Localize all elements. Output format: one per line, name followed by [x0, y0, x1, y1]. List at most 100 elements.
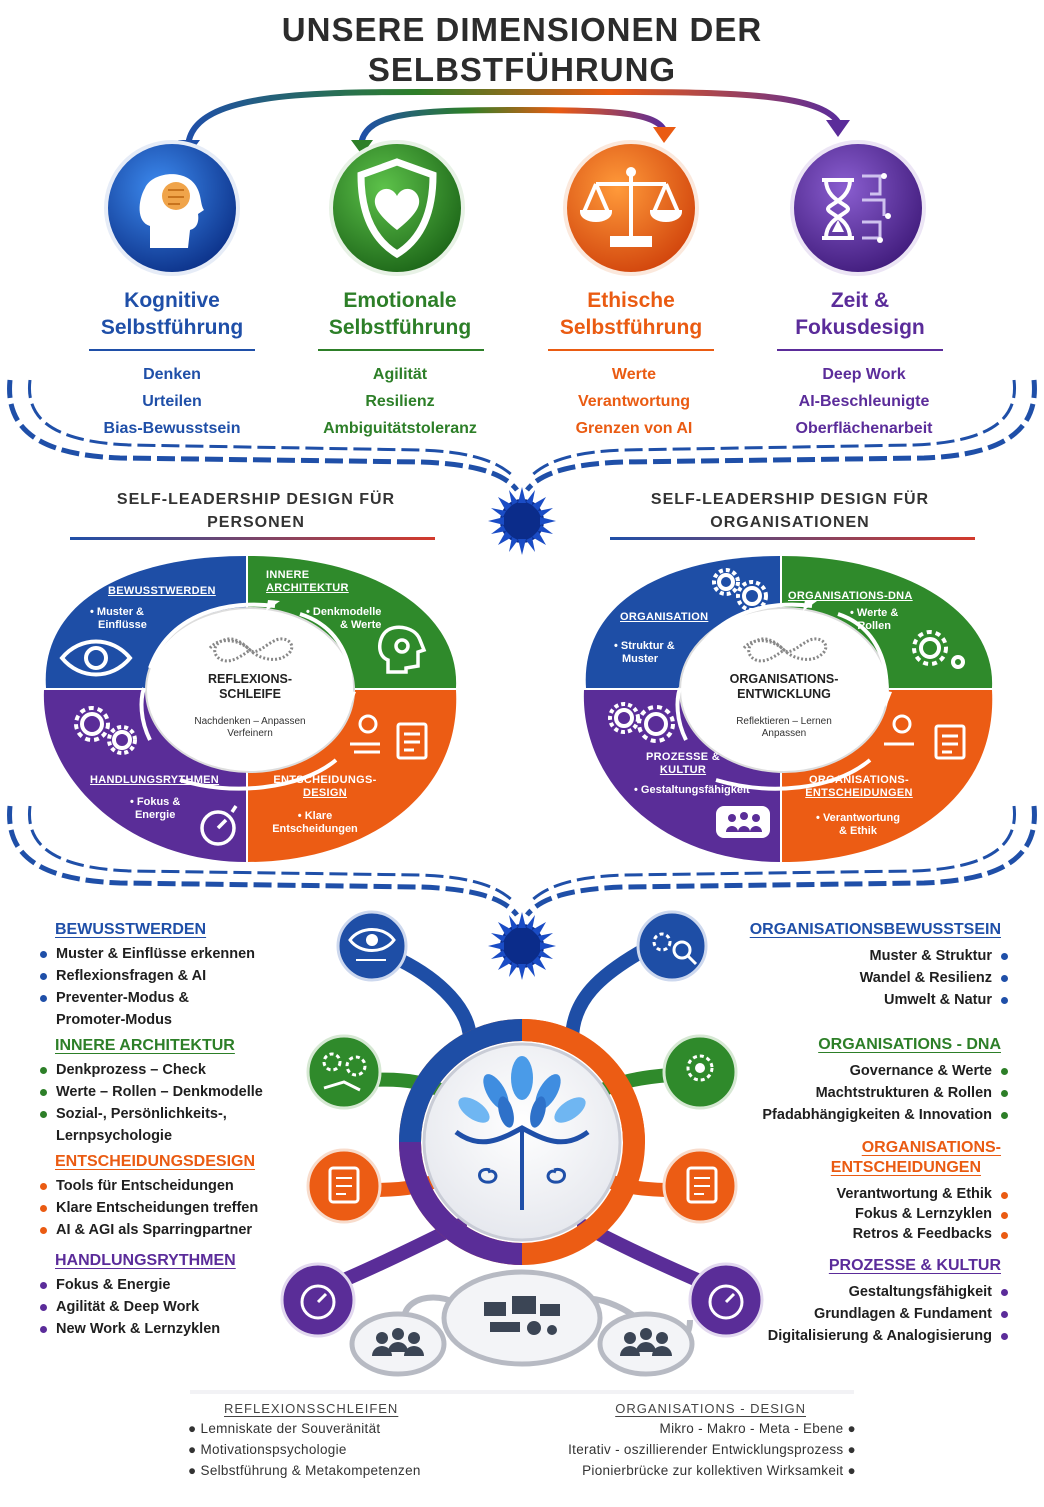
quad-handlungsrythmen-label: HANDLUNGSRYTHMEN	[90, 774, 220, 786]
list-item: Grundlagen & Fundament	[710, 1303, 1010, 1325]
gears-target-icon	[662, 1034, 738, 1110]
gears-icon	[608, 702, 675, 743]
quad-prozesse-kultur-label: PROZESSE & KULTUR	[646, 751, 720, 776]
quad-organisations-dna-sub: • Werte & Rollen	[850, 607, 899, 632]
organisationen-title-rule	[610, 537, 975, 540]
gears-icon	[74, 706, 137, 755]
hourglass-icon	[790, 140, 926, 276]
reflexionsschleife-center-title: REFLEXIONS- SCHLEIFE	[207, 672, 293, 701]
dimension-kognitive-title: Kognitive Selbstführung	[100, 289, 244, 339]
list-item: Umwelt & Natur	[710, 989, 1010, 1011]
list-item: Pionierbrücke zur kollektiven Wirksamkei…	[582, 1463, 856, 1478]
list-item: Iterativ - oszillierender Entwicklungspr…	[568, 1442, 856, 1457]
list-item: Agilität & Deep Work	[38, 1296, 328, 1318]
dimension-zeit-title: Zeit & Fokusdesign	[795, 289, 925, 339]
gears-search-icon	[636, 910, 708, 982]
brain-head-icon	[104, 140, 240, 276]
bewusstwerden-items: Muster & Einflüsse erkennen Reflexionsfr…	[38, 943, 328, 1031]
list-item: Verantwortung & Ethik	[710, 1184, 1010, 1204]
list-item: Machtstrukturen & Rollen	[710, 1082, 1010, 1104]
quad-organisation-sub: • Struktur & Muster	[614, 640, 675, 665]
list-item: Preventer-Modus &	[38, 987, 328, 1009]
list-item: Fokus & Energie	[38, 1274, 328, 1296]
reflexionsschleifen-heading: REFLEXIONSSCHLEIFEN	[224, 1401, 399, 1416]
dimension-kognitive-items: Denken Urteilen Bias-Bewusstsein	[103, 366, 241, 437]
dimension-zeit-rule	[777, 349, 943, 351]
starburst-icon-top	[488, 487, 556, 555]
quad-innere-architektur-sub: • Denkmodelle & Werte	[306, 606, 382, 631]
team-icon	[716, 806, 770, 838]
gears-icon	[712, 568, 768, 612]
dimension-emotionale-items: Agilität Resilienz Ambiguitätstoleranz	[323, 366, 477, 437]
list-item: Pfadabhängigkeiten & Innovation	[670, 1104, 1010, 1126]
starburst-icon-bottom	[488, 912, 556, 980]
timer-icon	[200, 805, 238, 846]
page-title: UNSERE DIMENSIONEN DER SELBSTFÜHRUNG	[0, 10, 1044, 90]
infinity-icon	[742, 637, 828, 663]
gears-lever-icon	[306, 1034, 382, 1110]
quad-innere-architektur-label: INNERE ARCHITEKTUR	[266, 569, 349, 594]
quad-organisations-entscheidungen-label: ORGANISATIONS- ENTSCHEIDUNGEN	[805, 774, 913, 799]
decision-checklist-icon	[350, 714, 428, 760]
organisationsbewusstsein-items: Muster & Struktur Wandel & Resilienz Umw…	[710, 945, 1010, 1011]
dimension-ethische-title: Ethische Selbstführung	[559, 289, 703, 339]
quad-bewusstwerden-sub: • Muster & Einflüsse	[90, 606, 147, 631]
personen-section-title: SELF-LEADERSHIP DESIGN FÜR PERSONEN	[116, 491, 396, 531]
list-item: Fokus & Lernzyklen	[710, 1204, 1010, 1224]
innere-architektur-heading: INNERE ARCHITEKTUR	[55, 1037, 235, 1054]
entscheidungsdesign-heading: ENTSCHEIDUNGSDESIGN	[55, 1153, 256, 1170]
eye-icon	[59, 639, 133, 677]
handlungsrythmen-heading: HANDLUNGSRYTHMEN	[55, 1252, 236, 1269]
team-infinity-loop	[349, 1269, 695, 1377]
stopwatch-icon-right	[688, 1262, 764, 1338]
heart-shield-icon	[329, 140, 465, 276]
lower-dashed-bracket	[7, 805, 1037, 917]
quad-prozesse-kultur-sub: • Gestaltungsfähigkeit	[634, 784, 750, 796]
innere-architektur-items: Denkprozess – Check Werte – Rollen – Den…	[38, 1059, 328, 1147]
decision-checklist-icon	[884, 714, 966, 760]
title-line-1: UNSERE DIMENSIONEN DER	[281, 11, 763, 48]
organisations-dna-items: Governance & Werte Machtstrukturen & Rol…	[710, 1060, 1010, 1126]
list-item: ● Selbstführung & Metakompetenzen	[188, 1463, 421, 1478]
organisations-design-heading: ORGANISATIONS - DESIGN	[615, 1401, 806, 1416]
list-item: Mikro - Makro - Meta - Ebene ●	[659, 1421, 856, 1436]
list-item: Gestaltungsfähigkeit	[710, 1281, 1010, 1303]
quad-organisations-dna-label: ORGANISATIONS-DNA	[788, 590, 913, 602]
prozesse-kultur-heading: PROZESSE & KULTUR	[828, 1257, 1001, 1274]
clipboard-check-icon-right	[662, 1148, 738, 1224]
organisations-dna-heading: ORGANISATIONS - DNA	[818, 1036, 1001, 1053]
bottom-separator	[190, 1390, 854, 1394]
list-item: Lernpsychologie	[56, 1128, 173, 1144]
bewusstwerden-heading: BEWUSSTWERDEN	[55, 921, 207, 938]
organisationsentwicklung-center-title: ORGANISATIONS- ENTWICKLUNG	[729, 672, 839, 701]
bottom-right-list: ORGANISATIONS - DESIGN Mikro - Makro - M…	[470, 1400, 856, 1481]
dimension-emotionale-title: Emotionale Selbstführung	[328, 289, 472, 339]
prozesse-kultur-items: Gestaltungsfähigkeit Grundlagen & Fundam…	[710, 1281, 1010, 1347]
organisationen-quad-diagram	[583, 556, 993, 862]
eye-circuit-icon	[336, 910, 408, 982]
list-item: Muster & Einflüsse erkennen	[38, 943, 328, 965]
list-item: Retros & Feedbacks	[710, 1224, 1010, 1244]
right-detail-list: ORGANISATIONSBEWUSSTSEIN Muster & Strukt…	[710, 920, 1010, 1347]
dimension-ethische-rule	[548, 349, 714, 351]
list-item: Governance & Werte	[710, 1060, 1010, 1082]
quad-handlungsrythmen-sub: • Fokus & Energie	[130, 796, 181, 821]
scales-icon	[563, 140, 699, 276]
list-item: Denkprozess – Check	[38, 1059, 328, 1081]
dimension-zeit-items: Deep Work AI-Beschleunigte Oberflächenar…	[795, 366, 933, 437]
entscheidungsdesign-items: Tools für Entscheidungen Klare Entscheid…	[38, 1175, 328, 1241]
gears-icon	[912, 630, 965, 669]
organisationsentwicklung-center-sub: Reflektieren – Lernen Anpassen	[736, 716, 832, 739]
list-item: Reflexionsfragen & AI	[38, 965, 328, 987]
list-item: Klare Entscheidungen treffen	[38, 1197, 328, 1219]
handlungsrythmen-items: Fokus & Energie Agilität & Deep Work New…	[38, 1274, 328, 1340]
head-gears-icon	[378, 625, 427, 674]
list-item: ● Motivationspsychologie	[188, 1442, 347, 1457]
upper-dashed-bracket	[7, 379, 1037, 492]
title-line-2: SELBSTFÜHRUNG	[367, 51, 677, 88]
organisationsbewusstsein-heading: ORGANISATIONSBEWUSSTSEIN	[749, 921, 1001, 938]
dimension-ethische-items: Werte Verantwortung Grenzen von AI	[575, 366, 693, 437]
quad-organisation-label: ORGANISATION	[620, 611, 709, 623]
list-item: Muster & Struktur	[710, 945, 1010, 967]
personen-quad-diagram	[43, 556, 457, 862]
